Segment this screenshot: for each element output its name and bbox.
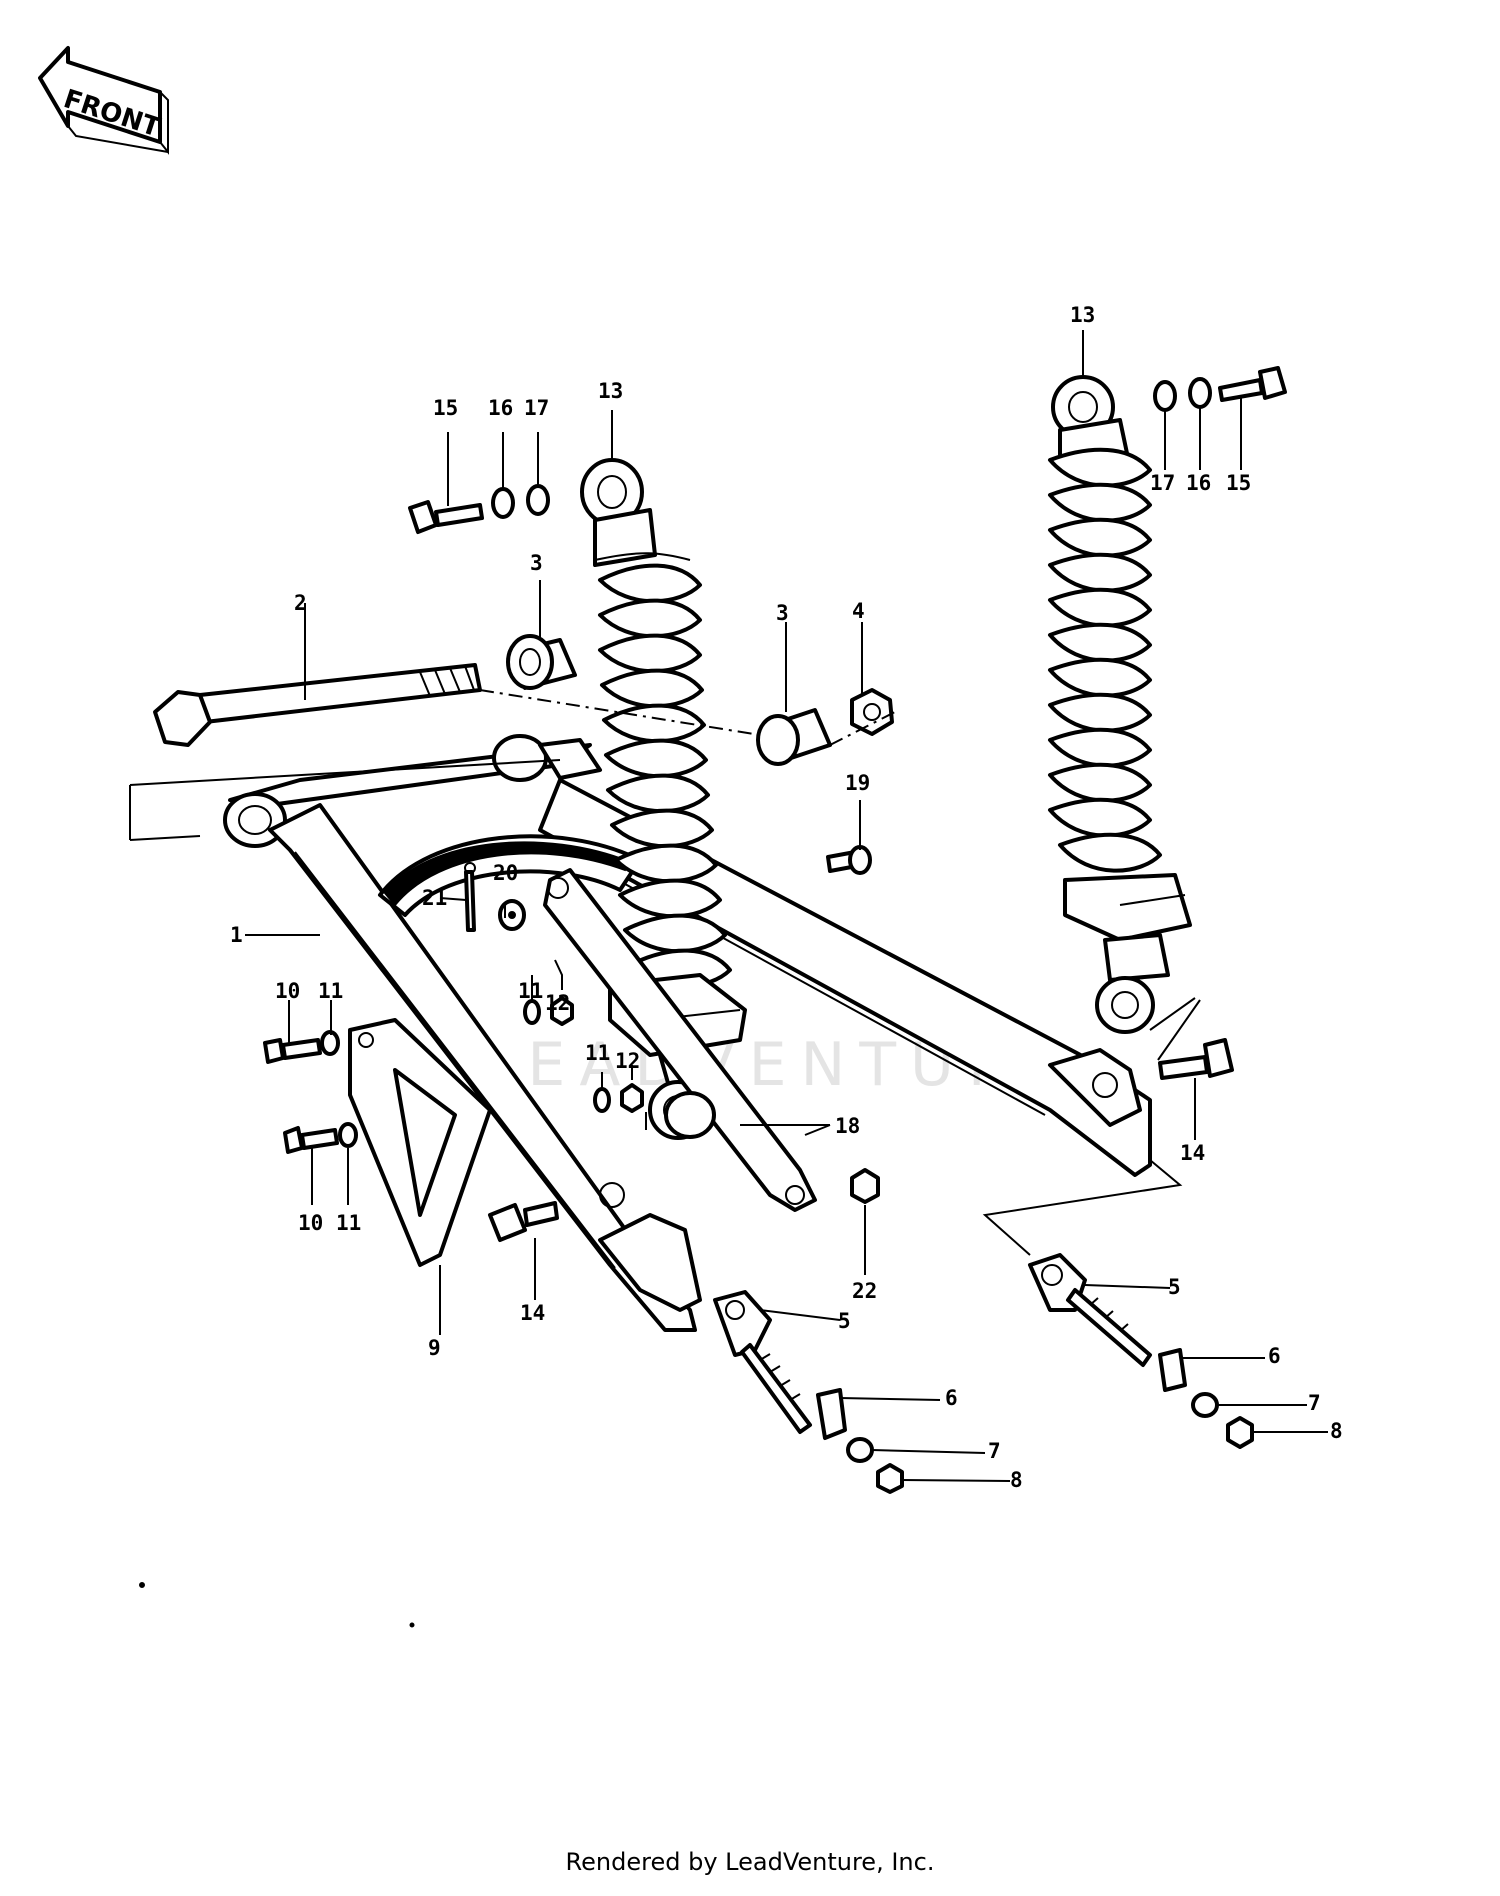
callout-6-left: 6 — [945, 1386, 958, 1410]
callout-11-low: 11 — [585, 1041, 610, 1065]
callout-13-right: 13 — [1070, 303, 1095, 327]
nut-7-right — [1191, 1392, 1219, 1418]
nut-12-low — [620, 1083, 644, 1113]
callout-20: 20 — [493, 861, 518, 885]
callout-7-left: 7 — [988, 1439, 1001, 1463]
nut-7-left — [846, 1437, 874, 1463]
callout-17-left: 17 — [524, 396, 549, 420]
scan-speck — [409, 1622, 415, 1628]
cotter-pin-21 — [464, 862, 476, 932]
callout-2: 2 — [294, 591, 307, 615]
callout-5-right: 5 — [1168, 1275, 1181, 1299]
callout-4: 4 — [852, 599, 865, 623]
callout-3-right: 3 — [776, 601, 789, 625]
chain-guard — [348, 1018, 492, 1267]
callout-5-left: 5 — [838, 1309, 851, 1333]
callout-9: 9 — [428, 1336, 441, 1360]
bolt-15-right — [1218, 366, 1287, 402]
nut-8-left — [876, 1463, 904, 1494]
callout-16-left: 16 — [488, 396, 513, 420]
callout-6-right: 6 — [1268, 1344, 1281, 1368]
callout-8-left: 8 — [1010, 1468, 1023, 1492]
callout-16-right: 16 — [1186, 471, 1211, 495]
washer-16-left — [491, 487, 515, 519]
washer-11-upper — [320, 1030, 340, 1056]
callout-14-left: 14 — [520, 1301, 545, 1325]
callout-22: 22 — [852, 1279, 877, 1303]
washer-11-mid — [523, 999, 541, 1025]
bolt-19 — [826, 845, 872, 875]
callout-7-right: 7 — [1308, 1391, 1321, 1415]
callout-11-lower: 11 — [336, 1211, 361, 1235]
callout-10-upper: 10 — [275, 979, 300, 1003]
rear-shock-right — [1048, 375, 1192, 1034]
callout-8-right: 8 — [1330, 1419, 1343, 1443]
callout-10-lower: 10 — [298, 1211, 323, 1235]
callout-11-upper: 11 — [318, 979, 343, 1003]
scan-speck — [139, 1582, 145, 1588]
callout-15-left: 15 — [433, 396, 458, 420]
bolt-14-left — [488, 1201, 559, 1242]
chain-adjuster-left — [713, 1290, 812, 1434]
washer-16-right — [1188, 377, 1212, 409]
washer-11-lower — [338, 1122, 358, 1148]
washer-20 — [498, 899, 526, 931]
callout-12-mid: 12 — [545, 991, 570, 1015]
washer-17-left — [526, 484, 550, 516]
washer-17-right — [1153, 380, 1177, 412]
callout-15-right: 15 — [1226, 471, 1251, 495]
footer-credit: Rendered by LeadVenture, Inc. — [566, 1848, 935, 1876]
callout-11-mid: 11 — [518, 979, 543, 1003]
nut-4 — [850, 688, 894, 736]
bolt-10-upper — [263, 1038, 322, 1064]
callout-18: 18 — [835, 1114, 860, 1138]
leader-lines — [129, 330, 1328, 1482]
callout-1: 1 — [230, 923, 243, 947]
pivot-bolt — [153, 663, 482, 747]
callout-12-low: 12 — [615, 1049, 640, 1073]
callout-3-left: 3 — [530, 551, 543, 575]
bolt-10-lower — [283, 1126, 339, 1154]
nut-8-right — [1226, 1416, 1254, 1449]
chain-adjuster-right — [1028, 1253, 1152, 1367]
callout-14-right: 14 — [1180, 1141, 1205, 1165]
front-arrow: FRONT — [38, 46, 169, 155]
callout-21: 21 — [422, 886, 447, 910]
adjuster-block-right — [1158, 1348, 1187, 1392]
bolt-15-left — [408, 500, 484, 534]
nut-12-mid — [550, 996, 574, 1026]
adjuster-block-left — [816, 1388, 847, 1440]
nut-22 — [850, 1168, 880, 1204]
bolt-14-right — [1158, 1038, 1234, 1080]
collar-right — [756, 708, 832, 766]
washer-11-low — [593, 1087, 611, 1113]
callout-17-right: 17 — [1150, 471, 1175, 495]
callout-19: 19 — [845, 771, 870, 795]
collar-left — [506, 634, 577, 690]
callout-13-left: 13 — [598, 379, 623, 403]
callout-labels: 1 2 3 3 4 5 5 6 6 7 7 8 8 9 10 10 11 11 … — [230, 303, 1343, 1492]
